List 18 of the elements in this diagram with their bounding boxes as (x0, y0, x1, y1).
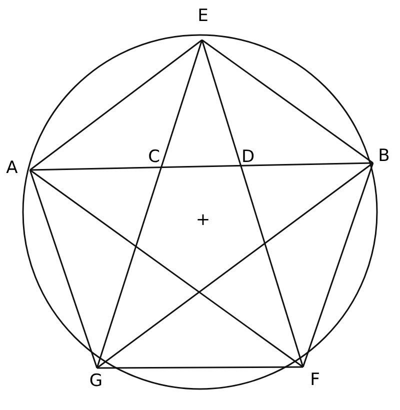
point-label: F (309, 370, 321, 390)
line-segment (96, 40, 203, 368)
point-label: G (88, 371, 104, 391)
line-segment (30, 162, 374, 171)
line-segment (29, 170, 98, 368)
line-segment (30, 169, 304, 368)
line-segment (302, 162, 374, 368)
line-segment (96, 162, 374, 369)
line-segment (201, 40, 304, 368)
line-segment (97, 366, 303, 369)
point-label: D (240, 147, 256, 167)
center-mark: + (195, 210, 211, 230)
point-label: E (196, 6, 210, 26)
point-label: A (5, 158, 19, 178)
line-segment (202, 39, 374, 164)
point-label: C (147, 147, 161, 167)
line-segment (30, 39, 202, 171)
point-label: B (377, 146, 391, 166)
